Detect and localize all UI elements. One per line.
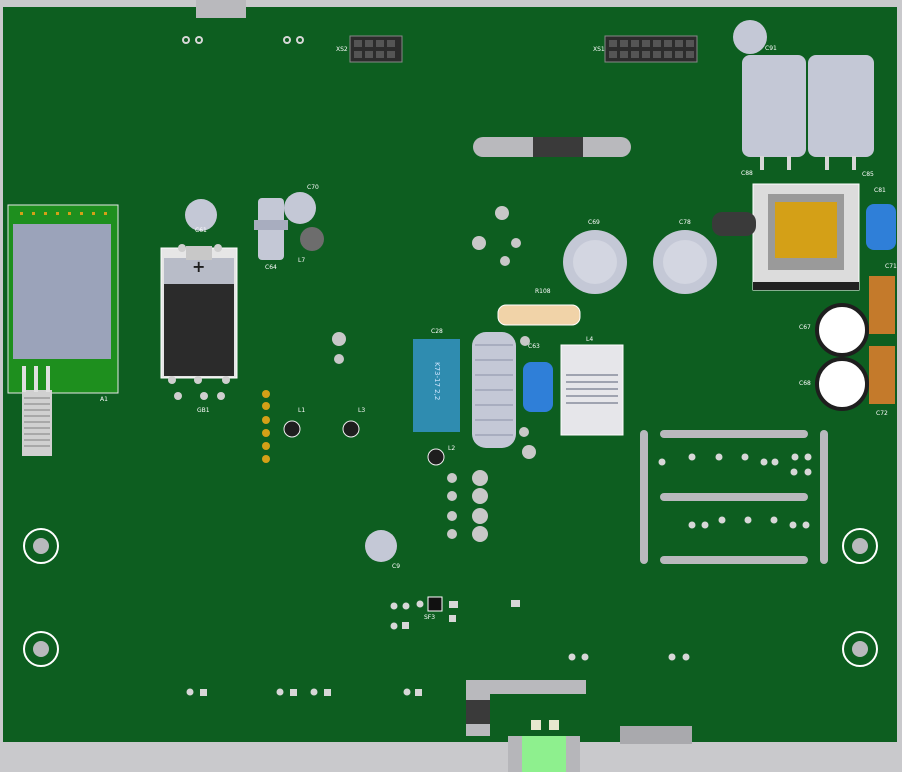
mounting-hole xyxy=(23,528,59,564)
connector-pin xyxy=(549,720,559,730)
c81-capacitor xyxy=(866,204,896,250)
header-pads xyxy=(262,390,270,463)
c85-capacitor xyxy=(808,55,874,157)
l3-inductor xyxy=(342,420,360,438)
designator-c69: C69 xyxy=(588,219,600,226)
bottom-pads xyxy=(186,653,690,696)
designator-c88: C88 xyxy=(741,170,753,177)
sf3-switch xyxy=(427,596,443,612)
battery-pads xyxy=(168,376,230,400)
a1-pin-row xyxy=(20,212,107,215)
battery-plus-sign: + xyxy=(192,257,206,276)
l4-winding xyxy=(566,374,618,404)
designator-l4: L4 xyxy=(586,336,594,343)
designator-c61: C61 xyxy=(195,227,207,234)
c72-capacitor xyxy=(869,346,895,404)
designator-c78: C78 xyxy=(679,219,691,226)
designator-c9: C9 xyxy=(392,563,401,570)
center-pads xyxy=(332,206,536,459)
l7-inductor xyxy=(300,227,324,251)
transformer-winding xyxy=(775,202,837,258)
c61-capacitor xyxy=(185,199,217,231)
designator-r108: R108 xyxy=(535,288,551,295)
antenna-connector xyxy=(22,390,52,456)
a1-shield xyxy=(13,224,111,359)
designator-c67: C67 xyxy=(799,324,811,331)
l1-inductor xyxy=(283,420,301,438)
xs1-pins xyxy=(609,40,694,58)
top-tab xyxy=(196,0,246,18)
c69-top xyxy=(573,240,617,284)
designator-l3: L3 xyxy=(358,407,366,414)
c88-capacitor xyxy=(742,55,806,157)
frame-rail xyxy=(660,556,808,564)
toroid-winding xyxy=(475,344,513,436)
frame-pads xyxy=(658,453,812,529)
frame-rail xyxy=(660,493,808,501)
c71-capacitor xyxy=(869,276,895,334)
battery-top xyxy=(164,258,234,284)
designator-c68: C68 xyxy=(799,380,811,387)
designator-xs2: XS2 xyxy=(336,46,348,53)
c70-capacitor xyxy=(284,192,316,224)
designator-c81: C81 xyxy=(874,187,886,194)
sf3-pads xyxy=(390,600,520,630)
bottom-tab xyxy=(620,726,692,744)
c91-capacitor xyxy=(733,20,767,54)
frame-rail xyxy=(640,430,648,564)
c68-capacitor xyxy=(815,357,869,411)
battery-terminal xyxy=(186,246,212,260)
designator-l7: L7 xyxy=(298,257,306,264)
designator-c91: C91 xyxy=(765,45,777,52)
designator-c72: C72 xyxy=(876,410,888,417)
designator-c71: C71 xyxy=(885,263,897,270)
c63-capacitor xyxy=(523,362,553,412)
designator-c63: C63 xyxy=(528,343,540,350)
lower-pads xyxy=(447,470,488,542)
designator-l1: L1 xyxy=(298,407,306,414)
power-connector xyxy=(522,736,566,772)
mounting-hole xyxy=(23,631,59,667)
mounting-hole xyxy=(842,528,878,564)
frame-rail xyxy=(660,430,808,438)
xs2-pins xyxy=(354,40,395,58)
designator-c85: C85 xyxy=(862,171,874,178)
xs1-connector xyxy=(604,35,698,63)
designator-c28: C28 xyxy=(431,328,443,335)
designator-sf3: SF3 xyxy=(424,614,436,621)
antenna-pins xyxy=(22,366,50,392)
pad xyxy=(178,244,186,252)
l-slot-component xyxy=(466,700,490,724)
designator-c64: C64 xyxy=(265,264,277,271)
designator-c70: C70 xyxy=(307,184,319,191)
designator-l2: L2 xyxy=(448,445,456,452)
frame-rail xyxy=(820,430,828,564)
c78-top xyxy=(663,240,707,284)
pad xyxy=(214,244,222,252)
transformer-bracket xyxy=(712,212,756,236)
l-slot xyxy=(466,680,586,736)
designator-gb1: GB1 xyxy=(197,407,210,414)
c9-capacitor xyxy=(365,530,397,562)
connector-pin xyxy=(531,720,541,730)
mounting-hole xyxy=(842,631,878,667)
xs2-connector xyxy=(349,35,403,63)
c28-body-marking: K73-17 2,2 xyxy=(433,362,441,401)
designator-a1: A1 xyxy=(100,396,108,403)
c67-capacitor xyxy=(815,303,869,357)
slot-component xyxy=(533,137,583,157)
r108-resistor xyxy=(497,304,581,326)
transformer-base xyxy=(753,282,859,290)
designator-xs1: XS1 xyxy=(593,46,605,53)
cap-leads xyxy=(760,156,856,170)
antenna-thread xyxy=(24,397,50,447)
c64-band xyxy=(254,220,288,230)
l2-inductor xyxy=(427,448,445,466)
c28-capacitor xyxy=(413,339,460,432)
